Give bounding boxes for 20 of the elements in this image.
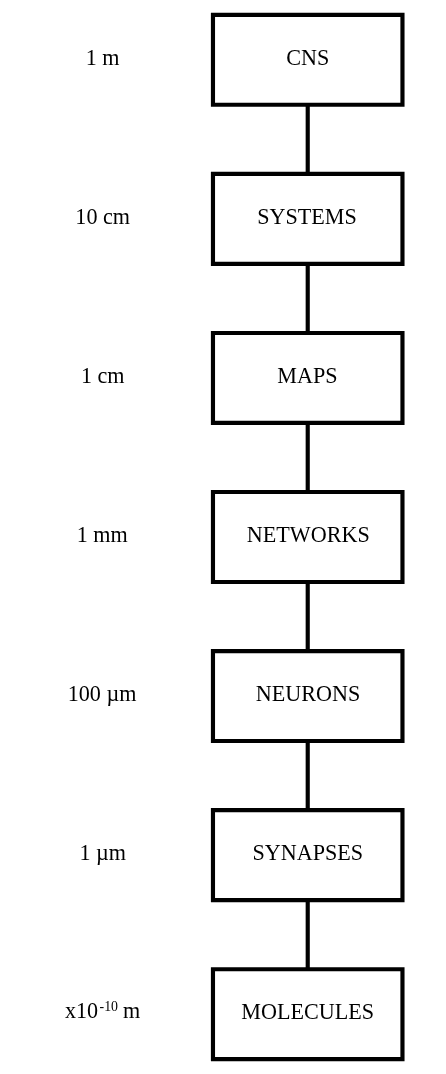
connector bbox=[305, 264, 310, 333]
connector bbox=[305, 741, 310, 811]
node-box: NEURONS bbox=[210, 649, 405, 744]
node-box: NETWORKS bbox=[210, 489, 405, 585]
node-box: MOLECULES bbox=[210, 967, 405, 1062]
connector bbox=[305, 105, 310, 174]
node-box: SYSTEMS bbox=[210, 171, 405, 266]
connector bbox=[305, 900, 310, 970]
connector bbox=[305, 582, 310, 652]
node-label: x10$^{-10}$ m bbox=[64, 998, 141, 1024]
node-box: CNS bbox=[210, 12, 405, 107]
node-box: MAPS bbox=[210, 330, 405, 425]
connector bbox=[305, 423, 310, 492]
node-box: SYNAPSES bbox=[210, 808, 405, 903]
node-label: 1 cm bbox=[80, 363, 125, 389]
node-label: 1 mm bbox=[76, 522, 128, 548]
node-label: 1 m bbox=[85, 45, 120, 71]
node-label: 10 cm bbox=[75, 204, 131, 230]
node-label: 100 µm bbox=[67, 681, 137, 707]
node-label: 1 µm bbox=[79, 840, 127, 866]
